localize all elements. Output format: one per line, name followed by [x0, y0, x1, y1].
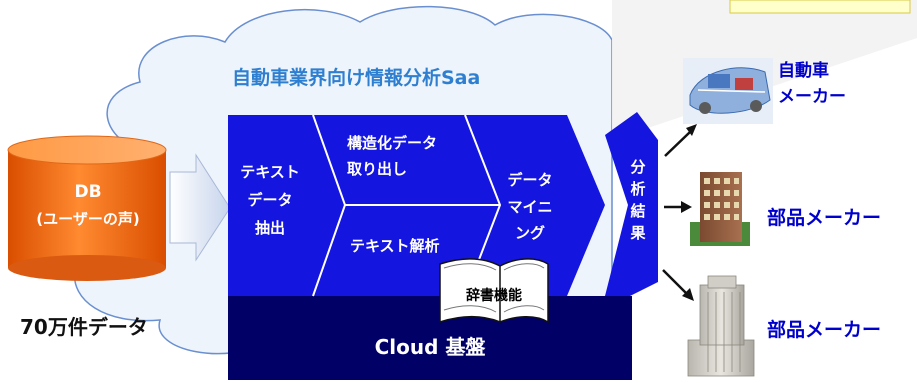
target-parts-2: 部品メーカー	[767, 318, 881, 341]
target-auto-line2: メーカー	[778, 87, 846, 107]
result-char-3: 結	[630, 202, 645, 220]
result-block	[605, 112, 658, 296]
step-mining-2: マイニ	[507, 198, 552, 216]
output-arrows	[662, 124, 697, 301]
diagram-title: 自動車業界向け情報分析Saa	[232, 66, 480, 89]
office-building-icon	[687, 275, 755, 377]
result-char-2: 析	[630, 180, 645, 198]
database-icon	[7, 135, 167, 281]
step-structured-2: 取り出し	[347, 160, 407, 178]
car-engine-icon	[683, 58, 773, 124]
input-arrow	[169, 153, 231, 262]
data-volume-label: 70万件データ	[20, 315, 148, 339]
step-mining-3: ング	[515, 224, 545, 242]
step-structured-1: 構造化データ	[347, 134, 437, 152]
platform-label: Cloud 基盤	[375, 335, 487, 359]
result-char-1: 分	[630, 158, 645, 176]
building-icon	[690, 172, 750, 246]
db-label: DB	[74, 182, 101, 202]
step-text-extract-2: データ	[247, 191, 292, 209]
step-text-analysis: テキスト解析	[350, 237, 440, 255]
result-char-4: 果	[629, 224, 646, 242]
dictionary-label: 辞書機能	[466, 287, 522, 304]
target-parts-1: 部品メーカー	[767, 206, 881, 229]
db-sublabel: (ユーザーの声)	[36, 210, 139, 228]
step-text-extract-3: 抽出	[255, 219, 285, 237]
target-auto-line1: 自動車	[778, 60, 829, 81]
cloud-platform	[228, 296, 632, 380]
step-mining-1: データ	[507, 171, 552, 189]
dictionary-book-icon	[439, 258, 549, 324]
step-text-extract-1: テキスト	[240, 163, 300, 181]
